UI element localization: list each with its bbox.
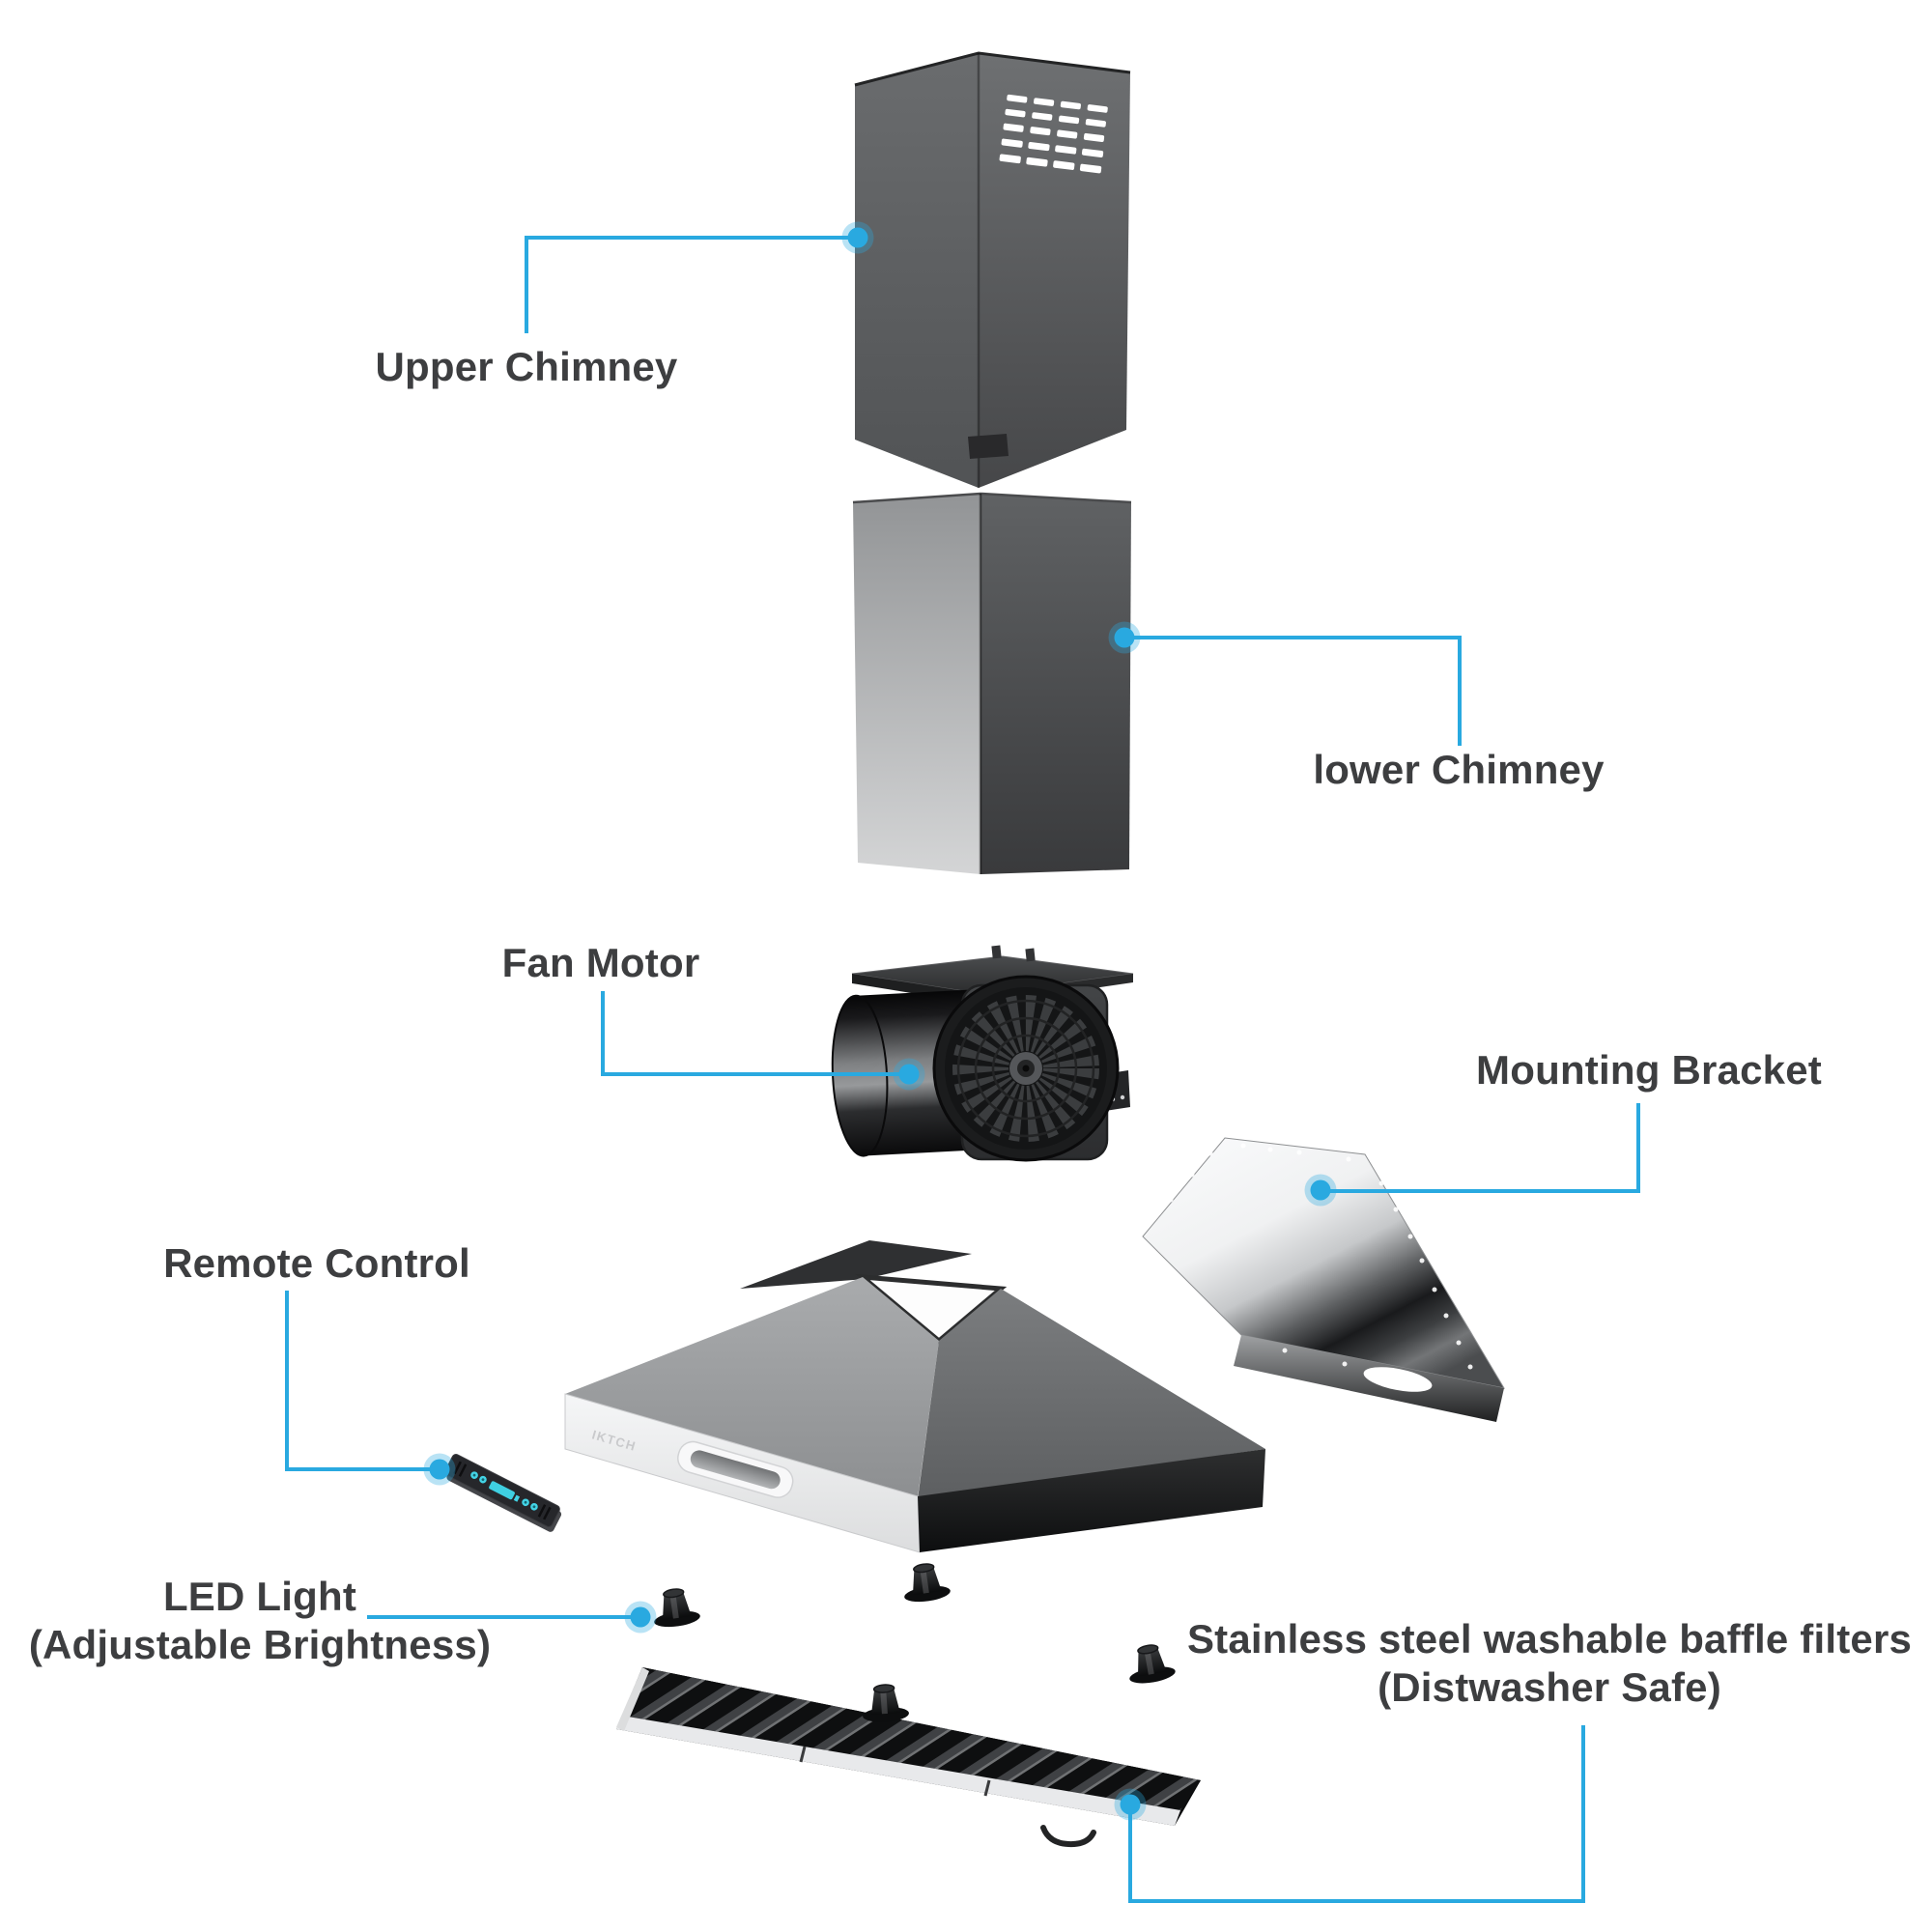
- baffle-filter-front-band: [616, 1716, 1180, 1826]
- junction-box-screw: [1120, 1094, 1125, 1100]
- hood-handle-slot: [677, 1440, 794, 1498]
- fan-motor-plate-tab: [991, 945, 1002, 959]
- hood-right-slope: [918, 1289, 1265, 1499]
- hood-right-band: [918, 1449, 1265, 1552]
- callout-dot-led-light: [624, 1601, 657, 1634]
- upper-chimney-vent-slots: [999, 94, 1108, 174]
- label-led-light-sub: (Adjustable Brightness): [28, 1622, 492, 1668]
- label-upper-chimney: Upper Chimney: [375, 344, 678, 389]
- label-led-light-title: LED Light: [162, 1574, 357, 1619]
- callout-dot-remote-control: [423, 1453, 456, 1486]
- label-led-light: LED Light (Adjustable Brightness): [29, 1573, 491, 1670]
- hood-top-rim: [740, 1240, 972, 1289]
- baffle-filter-left-cap: [616, 1667, 649, 1731]
- led-lamp: [899, 1560, 952, 1605]
- fan-motor-grille: [932, 975, 1120, 1162]
- baffle-filter-part: [616, 1667, 1201, 1848]
- leader-lower-chimney: [1126, 636, 1462, 746]
- label-baffle-filters-sub: (Distwasher Safe): [1378, 1664, 1721, 1711]
- remote-grip-line: [537, 1504, 547, 1518]
- remote-grip-line: [458, 1463, 468, 1477]
- hood-left-slope: [565, 1277, 939, 1497]
- label-lower-chimney: lower Chimney: [1313, 747, 1605, 792]
- label-baffle-filters-title: Stainless steel washable baffle filters: [1186, 1616, 1913, 1662]
- baffle-section-divider: [799, 1746, 807, 1763]
- remote-grip-line: [543, 1506, 552, 1520]
- upper-chimney-right-face: [979, 53, 1130, 488]
- upper-chimney-top-edge: [854, 51, 1131, 87]
- leader-upper-chimney: [525, 236, 854, 333]
- leader-lines: [285, 236, 1640, 1903]
- mounting-bracket-part: [1142, 1137, 1506, 1422]
- mounting-bracket-duct-hole: [1363, 1367, 1433, 1392]
- led-lamp: [1123, 1640, 1178, 1688]
- upper-chimney-front-face: [855, 53, 979, 488]
- baffle-filter-knob: [860, 1682, 911, 1724]
- leader-baffle-filters: [1128, 1725, 1585, 1903]
- remote-display: [489, 1481, 515, 1500]
- callout-dot-mounting-bracket: [1304, 1174, 1337, 1207]
- upper-chimney-part: [854, 51, 1131, 488]
- lower-chimney-top-edge: [852, 492, 1132, 504]
- remote-control-part: [444, 1454, 562, 1532]
- callout-dot-upper-chimney: [841, 221, 874, 254]
- baffle-filter-handle: [1040, 1825, 1096, 1848]
- hood-body-part: IKTCH: [564, 1240, 1265, 1553]
- baffle-filter-slats: [622, 1667, 1201, 1810]
- leader-mounting-bracket: [1323, 1103, 1640, 1193]
- led-lamp: [649, 1585, 702, 1631]
- lower-chimney-right-face: [980, 494, 1131, 874]
- callout-dot-baffle-filters: [1114, 1788, 1147, 1821]
- upper-chimney-bottom-tab: [968, 434, 1009, 459]
- label-mounting-bracket: Mounting Bracket: [1476, 1047, 1822, 1093]
- fan-motor-part: [831, 945, 1134, 1162]
- callout-dot-lower-chimney: [1108, 621, 1141, 654]
- remote-grip-line: [453, 1461, 462, 1475]
- leader-remote-control: [285, 1291, 437, 1471]
- callout-dot-fan-motor: [893, 1058, 925, 1091]
- label-fan-motor: Fan Motor: [501, 940, 700, 985]
- fan-motor-plate-tab: [1025, 948, 1036, 962]
- baffle-section-divider: [983, 1779, 991, 1797]
- label-baffle-filters: Stainless steel washable baffle filters …: [1187, 1615, 1912, 1713]
- fan-blades: [952, 995, 1099, 1142]
- remote-display-digits: [513, 1494, 521, 1502]
- leader-fan-motor: [601, 991, 906, 1076]
- mounting-bracket-screw-holes: [1168, 1143, 1473, 1370]
- label-remote-control: Remote Control: [163, 1240, 470, 1286]
- lower-chimney-left-face: [853, 494, 980, 874]
- lower-chimney-part: [852, 492, 1132, 874]
